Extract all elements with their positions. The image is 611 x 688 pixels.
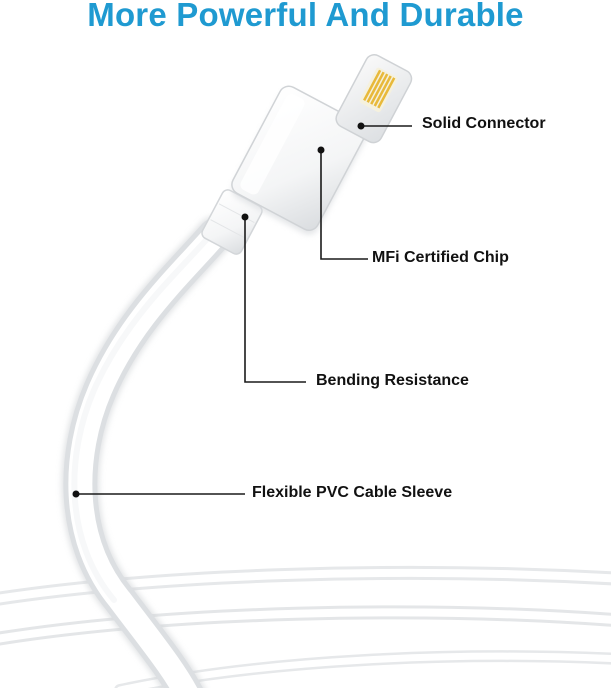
background-cable-loops	[0, 565, 611, 688]
callout-line-mfi-chip	[320, 150, 368, 260]
label-solid-connector: Solid Connector	[422, 115, 546, 132]
page-title: More Powerful And Durable	[87, 0, 524, 33]
callout-line-bending-resistance	[244, 217, 306, 383]
lightning-plug	[335, 54, 413, 144]
callout-dot-bending-resistance	[241, 213, 249, 221]
callout-dot-solid-connector	[357, 122, 365, 130]
label-flexible-pvc-cable-sleeve: Flexible PVC Cable Sleeve	[252, 484, 453, 501]
main-cable	[61, 216, 234, 688]
callout-dots	[72, 122, 365, 498]
gold-contact-pins	[363, 69, 396, 109]
label-bending-resistance: Bending Resistance	[316, 372, 469, 389]
callout-lines	[76, 125, 412, 495]
connector-housing	[231, 85, 367, 235]
label-mfi-certified-chip: MFi Certified Chip	[372, 249, 509, 266]
callout-dot-mfi-chip	[317, 146, 325, 154]
callout-dot-flexible-sleeve	[72, 490, 80, 498]
